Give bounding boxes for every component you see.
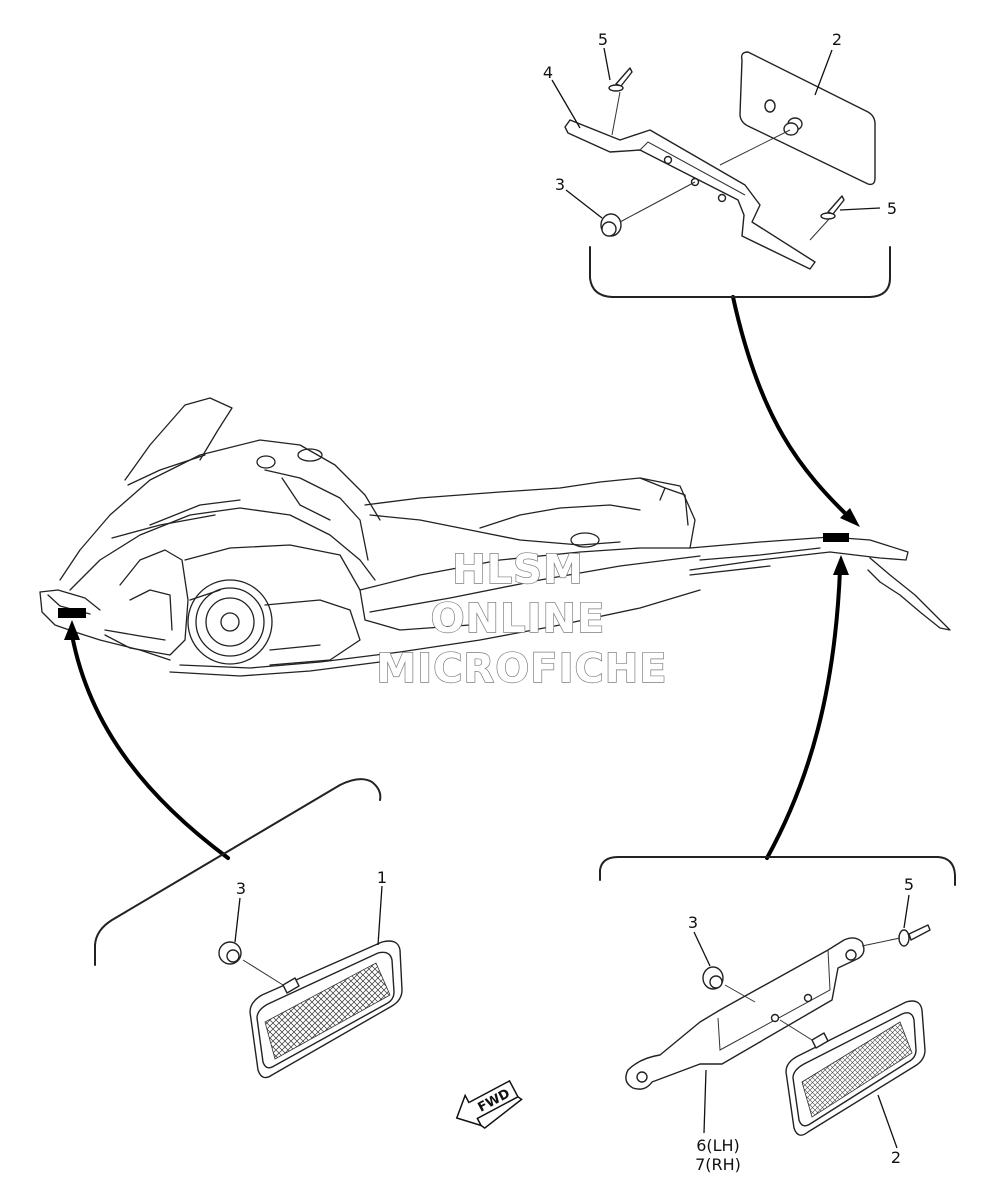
rear-reflector	[785, 1000, 926, 1136]
front-nut	[218, 941, 242, 965]
top-nut	[600, 213, 622, 237]
watermark-microfiche: MICROFICHE	[376, 646, 667, 692]
right-inset-frame	[599, 856, 956, 886]
watermark-online: ONLINE	[431, 596, 606, 642]
top-connector-arrowhead	[840, 508, 860, 527]
callout-4-top: 4	[543, 63, 553, 82]
callout-3-top: 3	[555, 175, 565, 194]
fwd-direction-arrow: FWD	[455, 1079, 523, 1129]
rear-reflector-bracket	[625, 937, 865, 1090]
top-inset-connector	[731, 295, 854, 522]
rear-rivet	[898, 924, 931, 947]
callout-5-right: 5	[904, 875, 914, 894]
top-rivet-lower	[820, 195, 845, 220]
callout-6-lh: 6(LH)	[696, 1136, 740, 1155]
callout-2-top: 2	[832, 30, 842, 49]
left-inset-frame	[94, 778, 382, 966]
callout-5-top-lower: 5	[887, 199, 897, 218]
license-plate	[739, 51, 876, 186]
right-inset-connector	[765, 568, 842, 860]
right-connector-arrowhead	[833, 555, 849, 575]
left-connector-arrowhead	[64, 620, 80, 640]
left-inset-connector	[70, 633, 230, 860]
front-reflector	[249, 940, 403, 1079]
rear-reflector-location-mark	[823, 533, 849, 542]
callout-1-left: 1	[377, 868, 387, 887]
snowmobile-body	[39, 397, 951, 677]
callout-5-top-upper: 5	[598, 30, 608, 49]
watermark-hlsm: HLSM	[452, 547, 584, 593]
callout-2-right: 2	[891, 1148, 901, 1167]
rear-stud	[811, 1032, 829, 1049]
front-stud	[282, 977, 300, 994]
callout-7-rh: 7(RH)	[695, 1155, 741, 1174]
license-plate-bracket	[564, 119, 816, 270]
callout-3-right: 3	[688, 913, 698, 932]
front-reflector-location-mark	[58, 608, 86, 618]
top-inset-frame	[589, 246, 891, 298]
rear-nut	[702, 966, 724, 990]
top-rivet-upper	[608, 67, 633, 92]
callout-3-left: 3	[236, 879, 246, 898]
